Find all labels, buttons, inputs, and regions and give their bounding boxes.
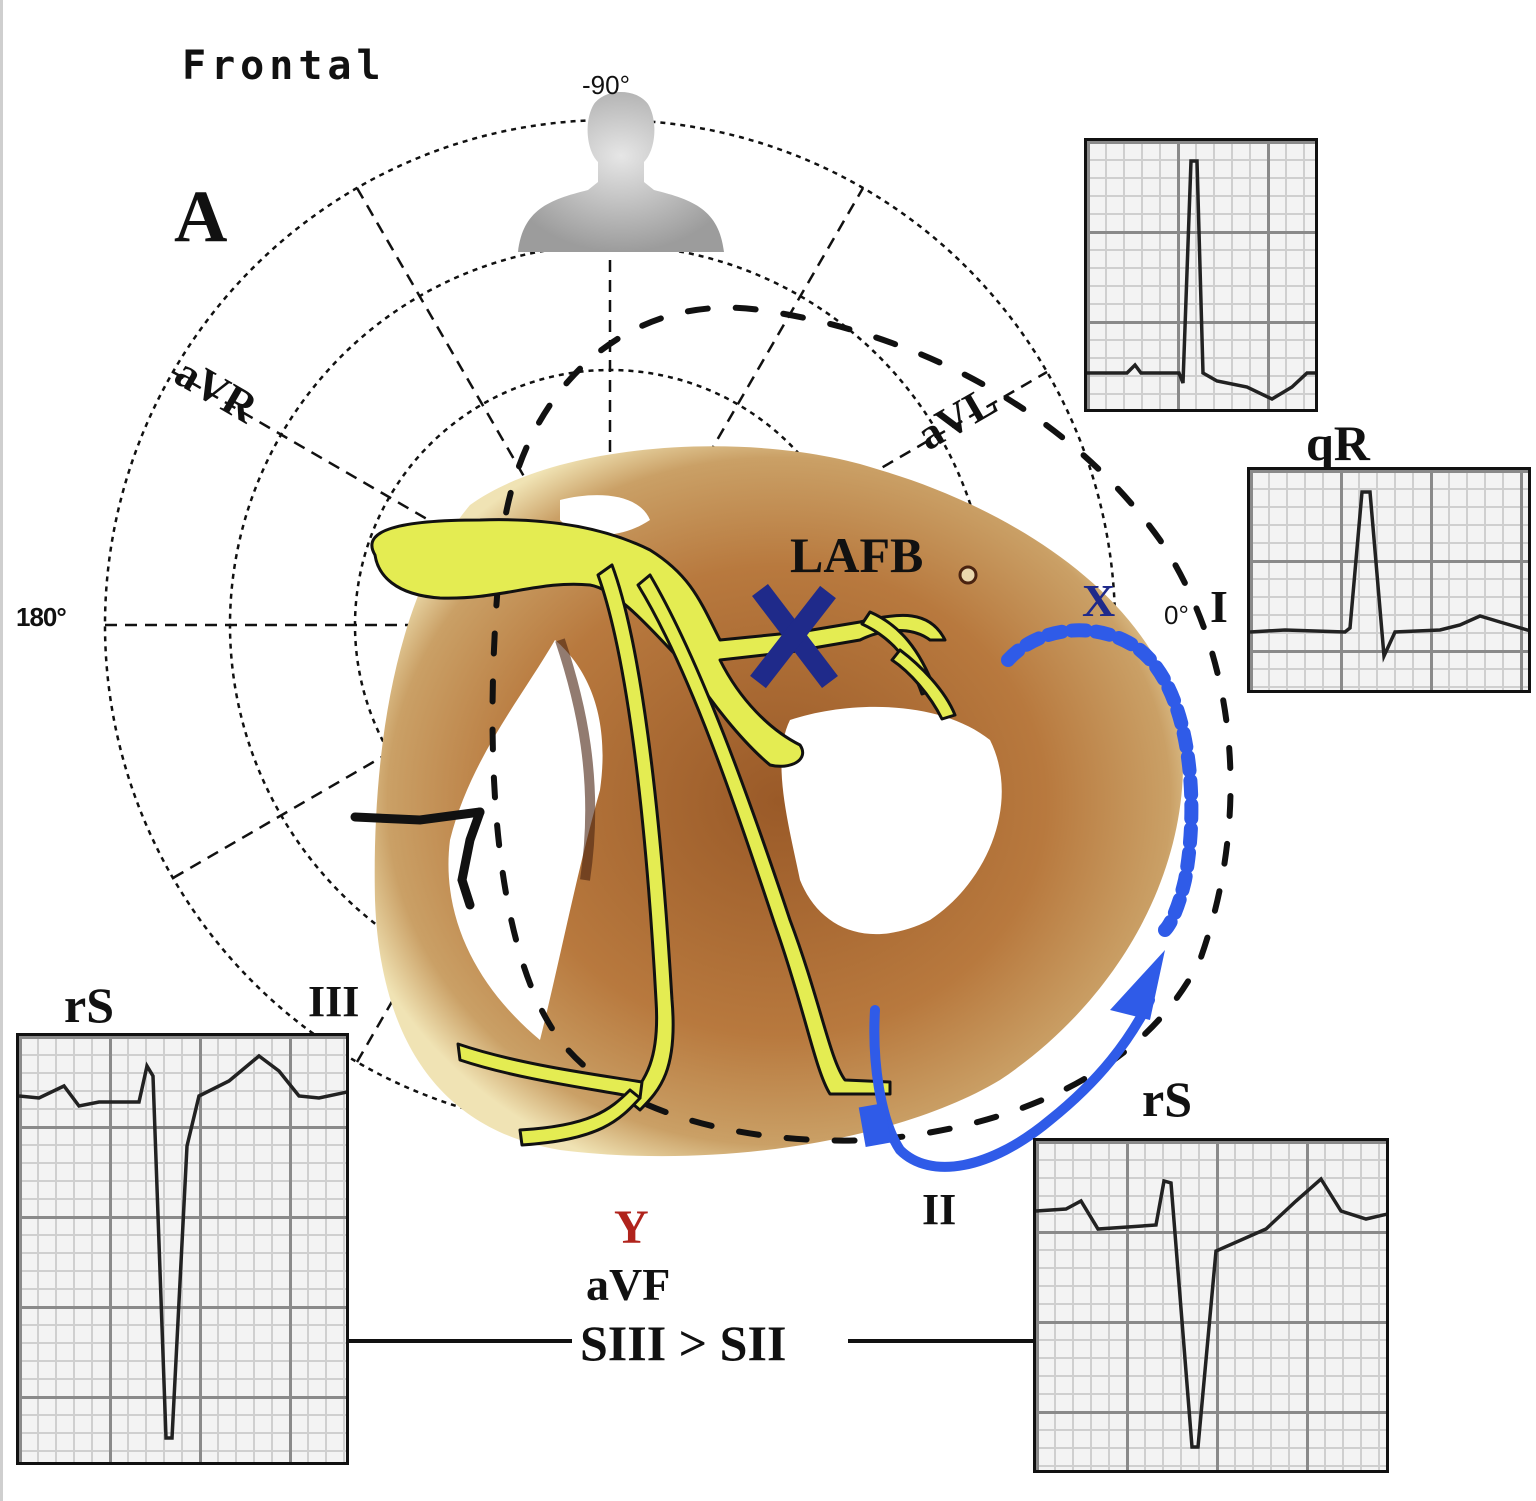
lafb-label: LAFB [790,527,924,583]
angle-0-label: 0° [1164,600,1189,630]
ecg-strip-lead-ii-rs [1033,1138,1389,1473]
angle-minus-90-label: -90° [582,70,630,100]
lafb-activation-path [869,623,1199,1172]
comparison-label: SIII > SII [580,1315,787,1371]
ecg-trace [1036,1176,1386,1449]
black-jagged-marker [350,807,485,910]
ecg-strip-lead-i-qr [1247,467,1531,693]
ecg-label-qr: qR [1306,415,1370,471]
left-border [0,0,3,1501]
angle-180-label: 180° [16,602,67,632]
ecg-label-rs-lead-ii: rS [1142,1071,1192,1127]
lead-i-label: I [1210,581,1228,632]
view-label: Frontal [182,43,386,89]
lead-ii-label: II [922,1185,957,1234]
panel-label: A [174,176,228,258]
arrowhead-icon [1110,950,1165,1020]
ecg-trace [1250,490,1528,663]
x-point-label: X [1082,575,1116,626]
ecg-trace [1087,159,1315,401]
lead-avf-label: aVF [586,1259,671,1310]
ecg-strip-top-right [1084,138,1318,412]
ecg-trace [19,1053,346,1440]
y-point-label: Y [614,1201,649,1254]
conduction-system [370,518,957,1147]
normal-activation-path [489,304,1234,1144]
ecg-strip-lead-iii-rs [16,1033,349,1465]
lead-iii-label: III [308,977,360,1026]
human-torso-icon [518,92,724,252]
heart-section [374,446,1184,1157]
lafb-block-x-icon [750,583,838,689]
lpfb-marker [858,1103,892,1147]
ecg-label-rs-lead-iii: rS [64,977,114,1033]
